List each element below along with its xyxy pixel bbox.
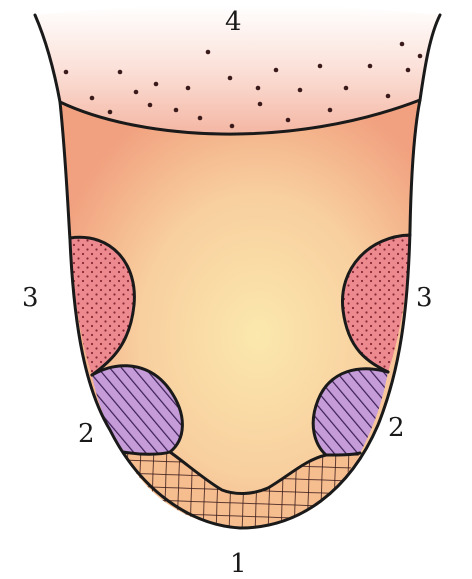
label-side-left: 3 (22, 283, 39, 313)
label-side-right: 3 (416, 283, 433, 313)
label-edge-right: 2 (388, 413, 405, 443)
label-edge-left: 2 (78, 419, 95, 449)
label-back: 4 (225, 7, 242, 37)
label-tip: 1 (230, 549, 247, 579)
